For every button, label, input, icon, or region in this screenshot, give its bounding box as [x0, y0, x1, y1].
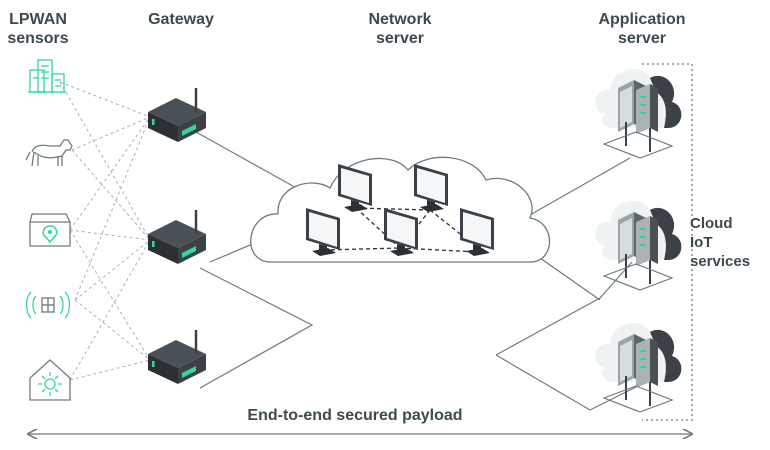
wireless-beacon-icon	[25, 291, 71, 319]
cloud-iot-services-label: Cloud IoT services	[690, 214, 750, 271]
header-application-line-2: server	[617, 30, 667, 47]
header-network-server: Network server	[340, 10, 460, 48]
cloud-label-line-2: IoT	[690, 234, 713, 251]
app-server-3	[594, 321, 683, 413]
header-sensors-line-2: sensors	[7, 30, 69, 47]
end-to-end-label: End-to-end secured payload	[247, 407, 463, 424]
map-pin-box-icon	[29, 213, 71, 247]
backbone-links	[195, 131, 641, 411]
cloud-label-line-3: services	[690, 253, 751, 270]
sensor-gateway-links	[59, 81, 151, 381]
header-gateway-line-1: Gateway	[148, 11, 214, 28]
header-sensors: LPWAN sensors	[6, 10, 70, 48]
header-gateway: Gateway	[128, 10, 234, 29]
header-network-line-1: Network	[368, 11, 432, 28]
building-icon	[28, 59, 66, 93]
gateway-2	[146, 208, 208, 266]
header-application-server: Application server	[580, 10, 704, 48]
app-server-1	[594, 67, 683, 159]
cow-icon	[25, 139, 73, 167]
header-network-line-2: server	[375, 30, 425, 47]
header-application-line-1: Application	[598, 11, 686, 28]
cloud-services-bracket	[642, 63, 693, 421]
header-sensors-line-1: LPWAN	[9, 11, 67, 28]
gateway-3	[146, 328, 208, 386]
gateway-1	[146, 86, 208, 144]
app-server-2	[594, 199, 683, 291]
cloud-label-line-1: Cloud	[690, 215, 733, 232]
smart-home-icon	[29, 359, 71, 401]
